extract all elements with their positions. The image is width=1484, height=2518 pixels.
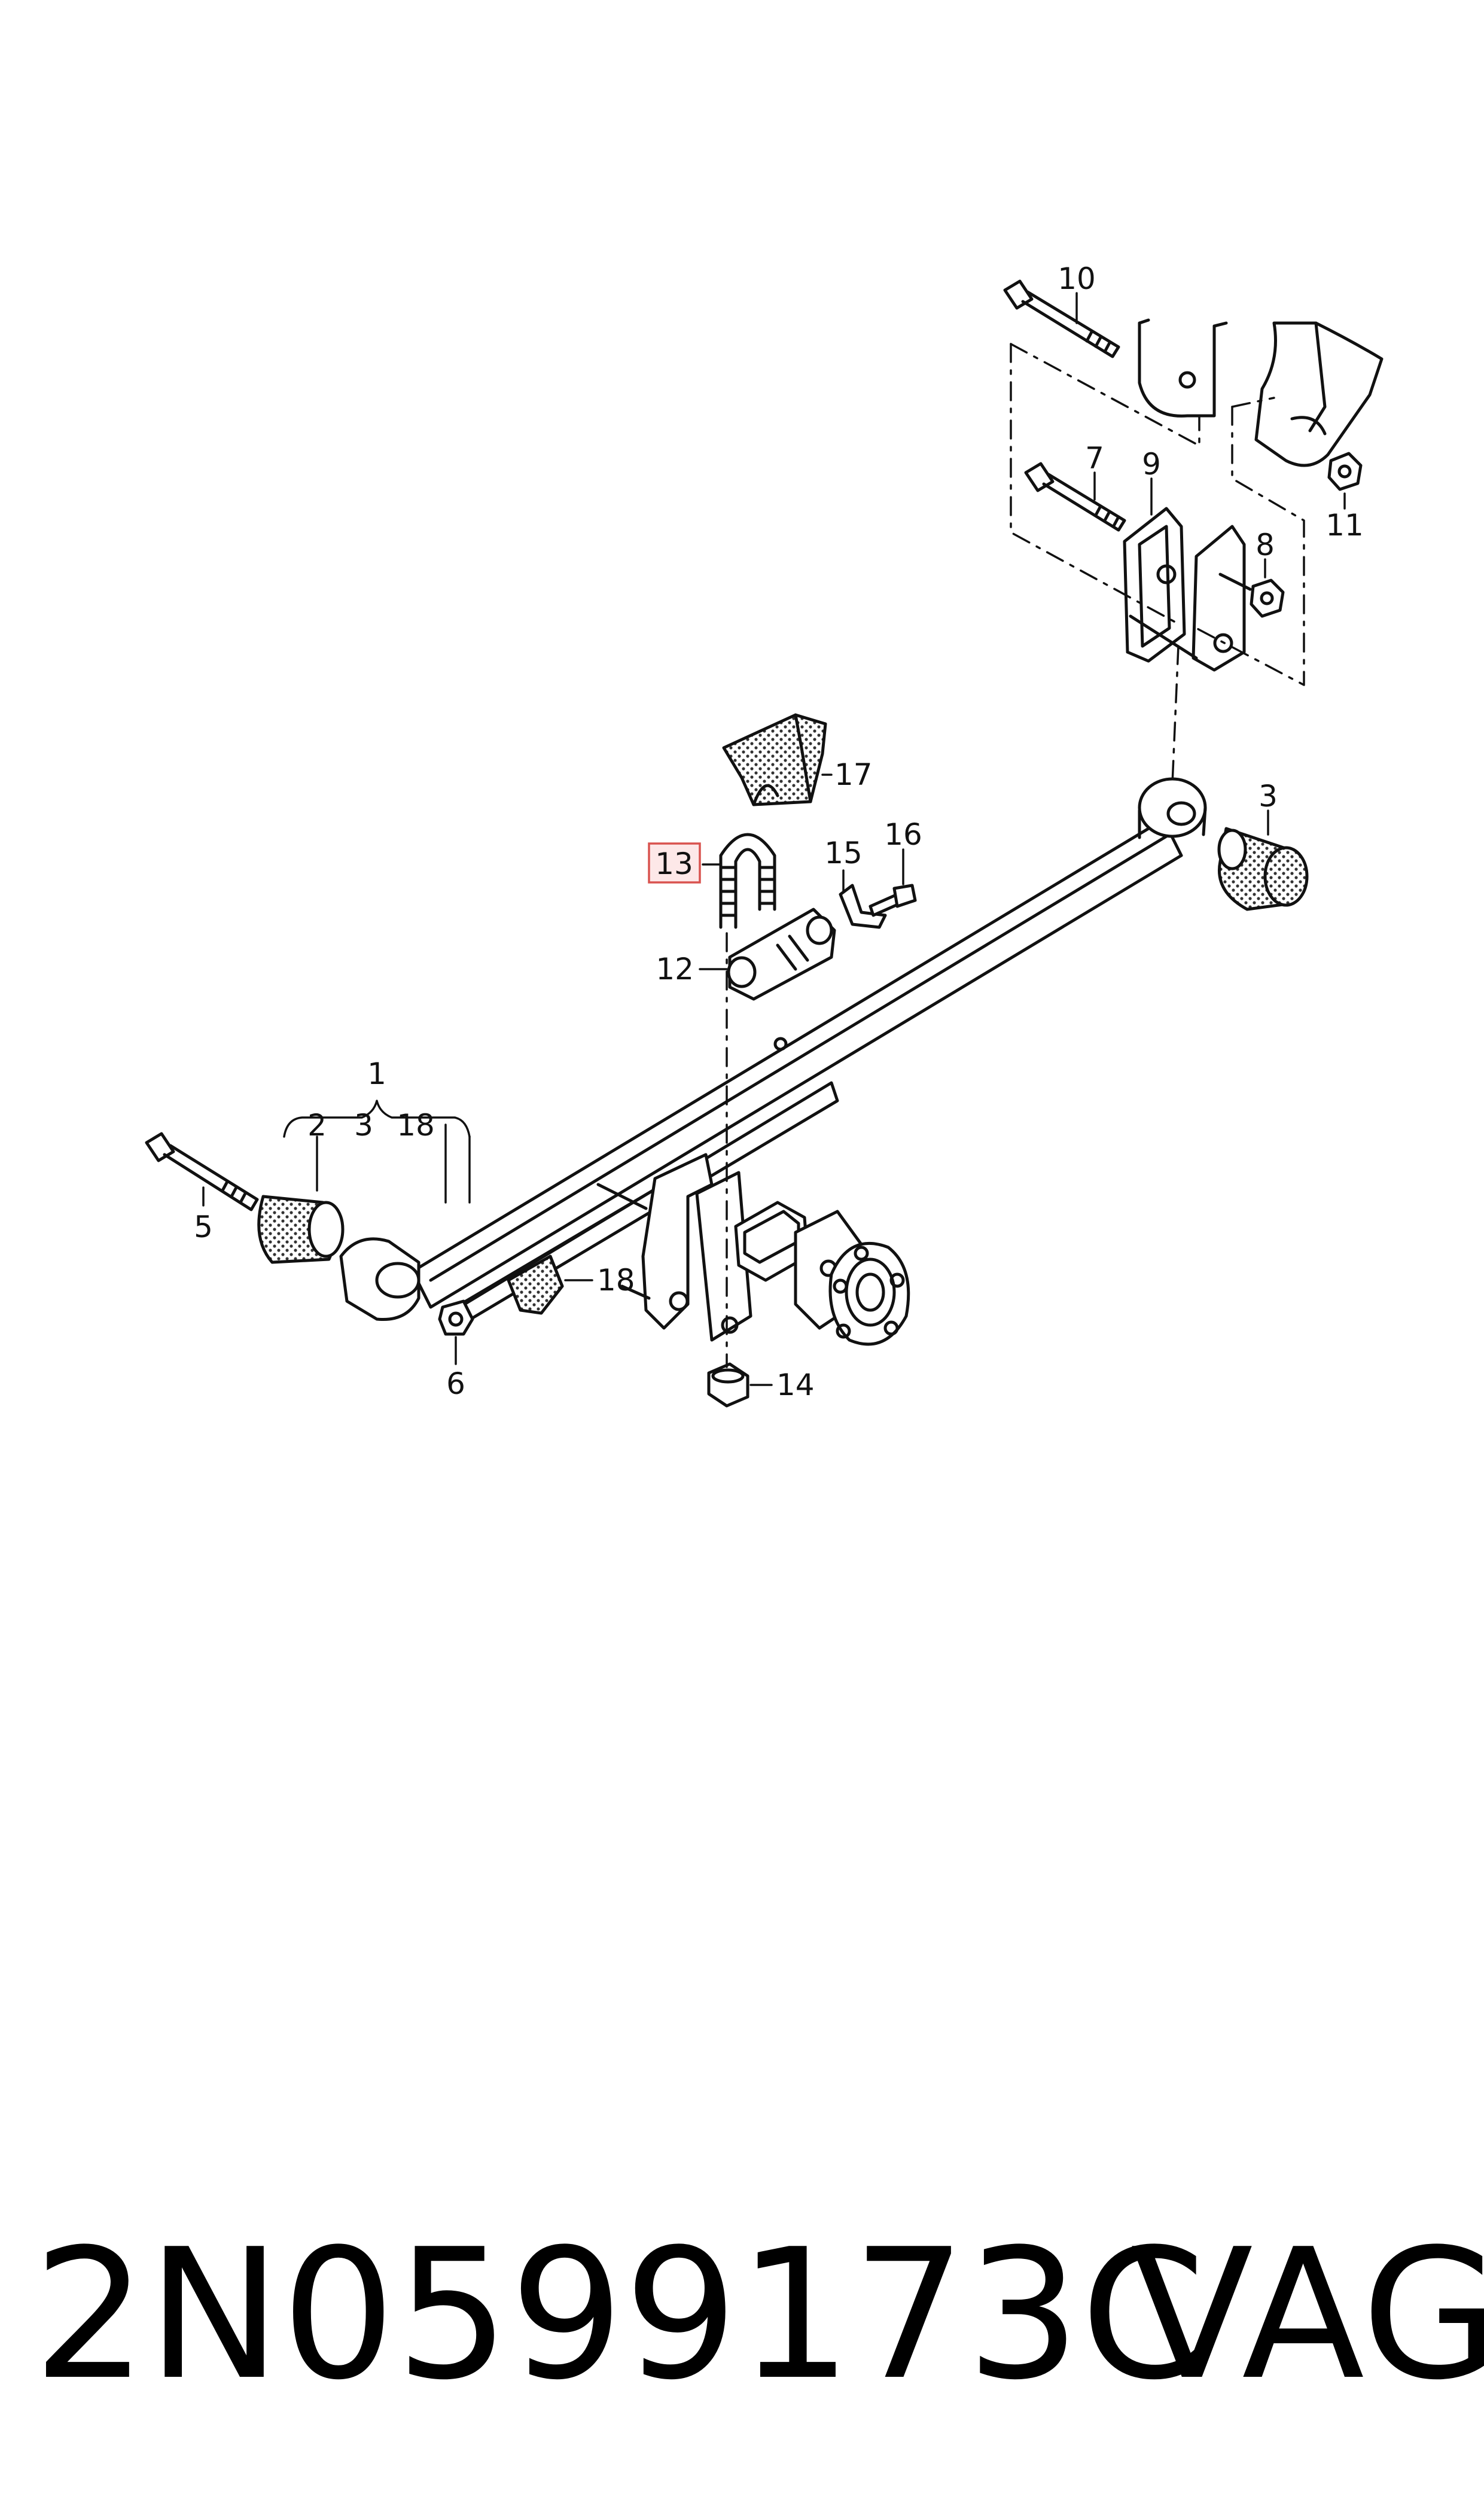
axle-housing bbox=[596, 1153, 910, 1346]
callout-label-10: 10 bbox=[1058, 261, 1096, 296]
callout-label-18a: 18 bbox=[397, 1108, 435, 1143]
callout-label-14: 14 bbox=[776, 1368, 815, 1402]
callout-label-3b: 3 bbox=[1258, 779, 1278, 814]
callout-label-8: 8 bbox=[1256, 528, 1275, 562]
spring-pad bbox=[507, 1255, 564, 1315]
u-bolt bbox=[719, 833, 776, 929]
highlight-box-13 bbox=[648, 842, 701, 884]
brand-name: VAG bbox=[1130, 2211, 1484, 2419]
frame-nut bbox=[1327, 452, 1363, 491]
callout-label-7: 7 bbox=[1085, 441, 1104, 476]
callout-labels: 1 2 3 18 5 6 3 7 8 9 10 11 12 13 14 15 1… bbox=[194, 261, 1364, 1402]
callout-label-6: 6 bbox=[446, 1366, 465, 1401]
front-nut bbox=[438, 1299, 474, 1336]
callout-label-1: 1 bbox=[367, 1056, 386, 1091]
callout-label-3a: 3 bbox=[354, 1108, 373, 1143]
shackle-nut bbox=[1218, 573, 1285, 618]
callout-label-16: 16 bbox=[884, 817, 922, 852]
callout-label-12: 12 bbox=[656, 952, 694, 987]
callout-label-13: 13 bbox=[655, 847, 693, 881]
callout-label-18b: 18 bbox=[597, 1263, 635, 1298]
front-bushing bbox=[257, 1195, 345, 1264]
callout-label-17: 17 bbox=[834, 757, 873, 792]
callout-label-9: 9 bbox=[1142, 447, 1161, 482]
shackle-assembly bbox=[1123, 318, 1384, 672]
upper-shackle-bolt bbox=[1003, 279, 1120, 358]
axle-nut bbox=[707, 1362, 749, 1408]
assembly-lines bbox=[726, 343, 1305, 1368]
front-bolt bbox=[145, 1132, 259, 1211]
clamp-plate bbox=[727, 908, 836, 1001]
callout-label-5: 5 bbox=[194, 1210, 213, 1244]
clip bbox=[839, 884, 887, 929]
screw bbox=[869, 884, 917, 917]
part-number: 2N0599173C bbox=[33, 2211, 1206, 2419]
bump-stop bbox=[722, 713, 827, 806]
lower-shackle-bolt bbox=[1024, 462, 1126, 532]
leader-lines bbox=[202, 292, 1346, 1386]
callout-label-11: 11 bbox=[1325, 508, 1364, 543]
rear-bushing bbox=[1217, 827, 1309, 911]
callout-label-2: 2 bbox=[307, 1108, 327, 1143]
callout-label-15: 15 bbox=[824, 836, 863, 870]
